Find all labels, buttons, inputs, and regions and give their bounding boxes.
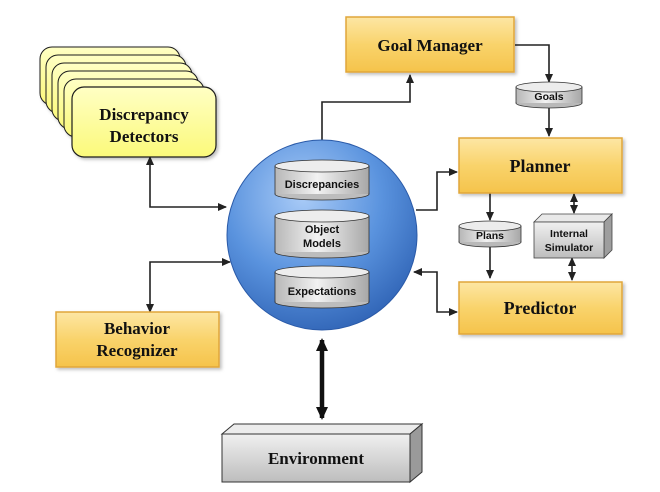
goals-label: Goals <box>534 91 563 103</box>
arrow-goal-manager-to-goals <box>515 44 553 83</box>
behavior-recognizer-box <box>55 311 220 368</box>
discrepancy-detectors-label-2: Detectors <box>110 127 179 146</box>
internal-simulator-label-2: Simulator <box>545 242 593 254</box>
expectations-store <box>274 265 370 309</box>
object-models-store <box>274 209 370 259</box>
plans-store <box>458 220 522 248</box>
internal-simulator-block <box>533 213 613 259</box>
object-models-label-1: Object <box>305 224 340 236</box>
arrow-detectors-sphere <box>146 156 227 211</box>
environment-block <box>220 422 424 484</box>
internal-simulator-label-1: Internal <box>550 228 588 240</box>
discrepancies-store <box>274 159 370 201</box>
planner-label: Planner <box>510 156 571 176</box>
arrow-sphere-predictor <box>413 268 458 316</box>
discrepancies-label: Discrepancies <box>285 179 360 191</box>
goal-manager-label: Goal Manager <box>377 36 483 55</box>
connectors <box>146 44 578 316</box>
discrepancy-detectors-label-1: Discrepancy <box>99 105 189 124</box>
discrepancy-detectors-stack <box>39 46 217 158</box>
arrow-sphere-to-goal-manager <box>321 74 414 150</box>
goals-store <box>515 81 583 109</box>
arrow-sphere-to-planner <box>416 168 458 211</box>
arrow-recognizer-sphere <box>146 258 231 313</box>
predictor-label: Predictor <box>504 298 577 318</box>
predictor-box <box>458 281 623 335</box>
object-models-label-2: Models <box>303 238 341 250</box>
expectations-label: Expectations <box>288 286 356 298</box>
plans-label: Plans <box>476 230 504 242</box>
planner-box <box>458 137 623 194</box>
behavior-recognizer-label-1: Behavior <box>104 319 171 338</box>
environment-label: Environment <box>268 449 364 468</box>
goal-manager-box <box>345 16 515 73</box>
behavior-recognizer-label-2: Recognizer <box>96 341 178 360</box>
